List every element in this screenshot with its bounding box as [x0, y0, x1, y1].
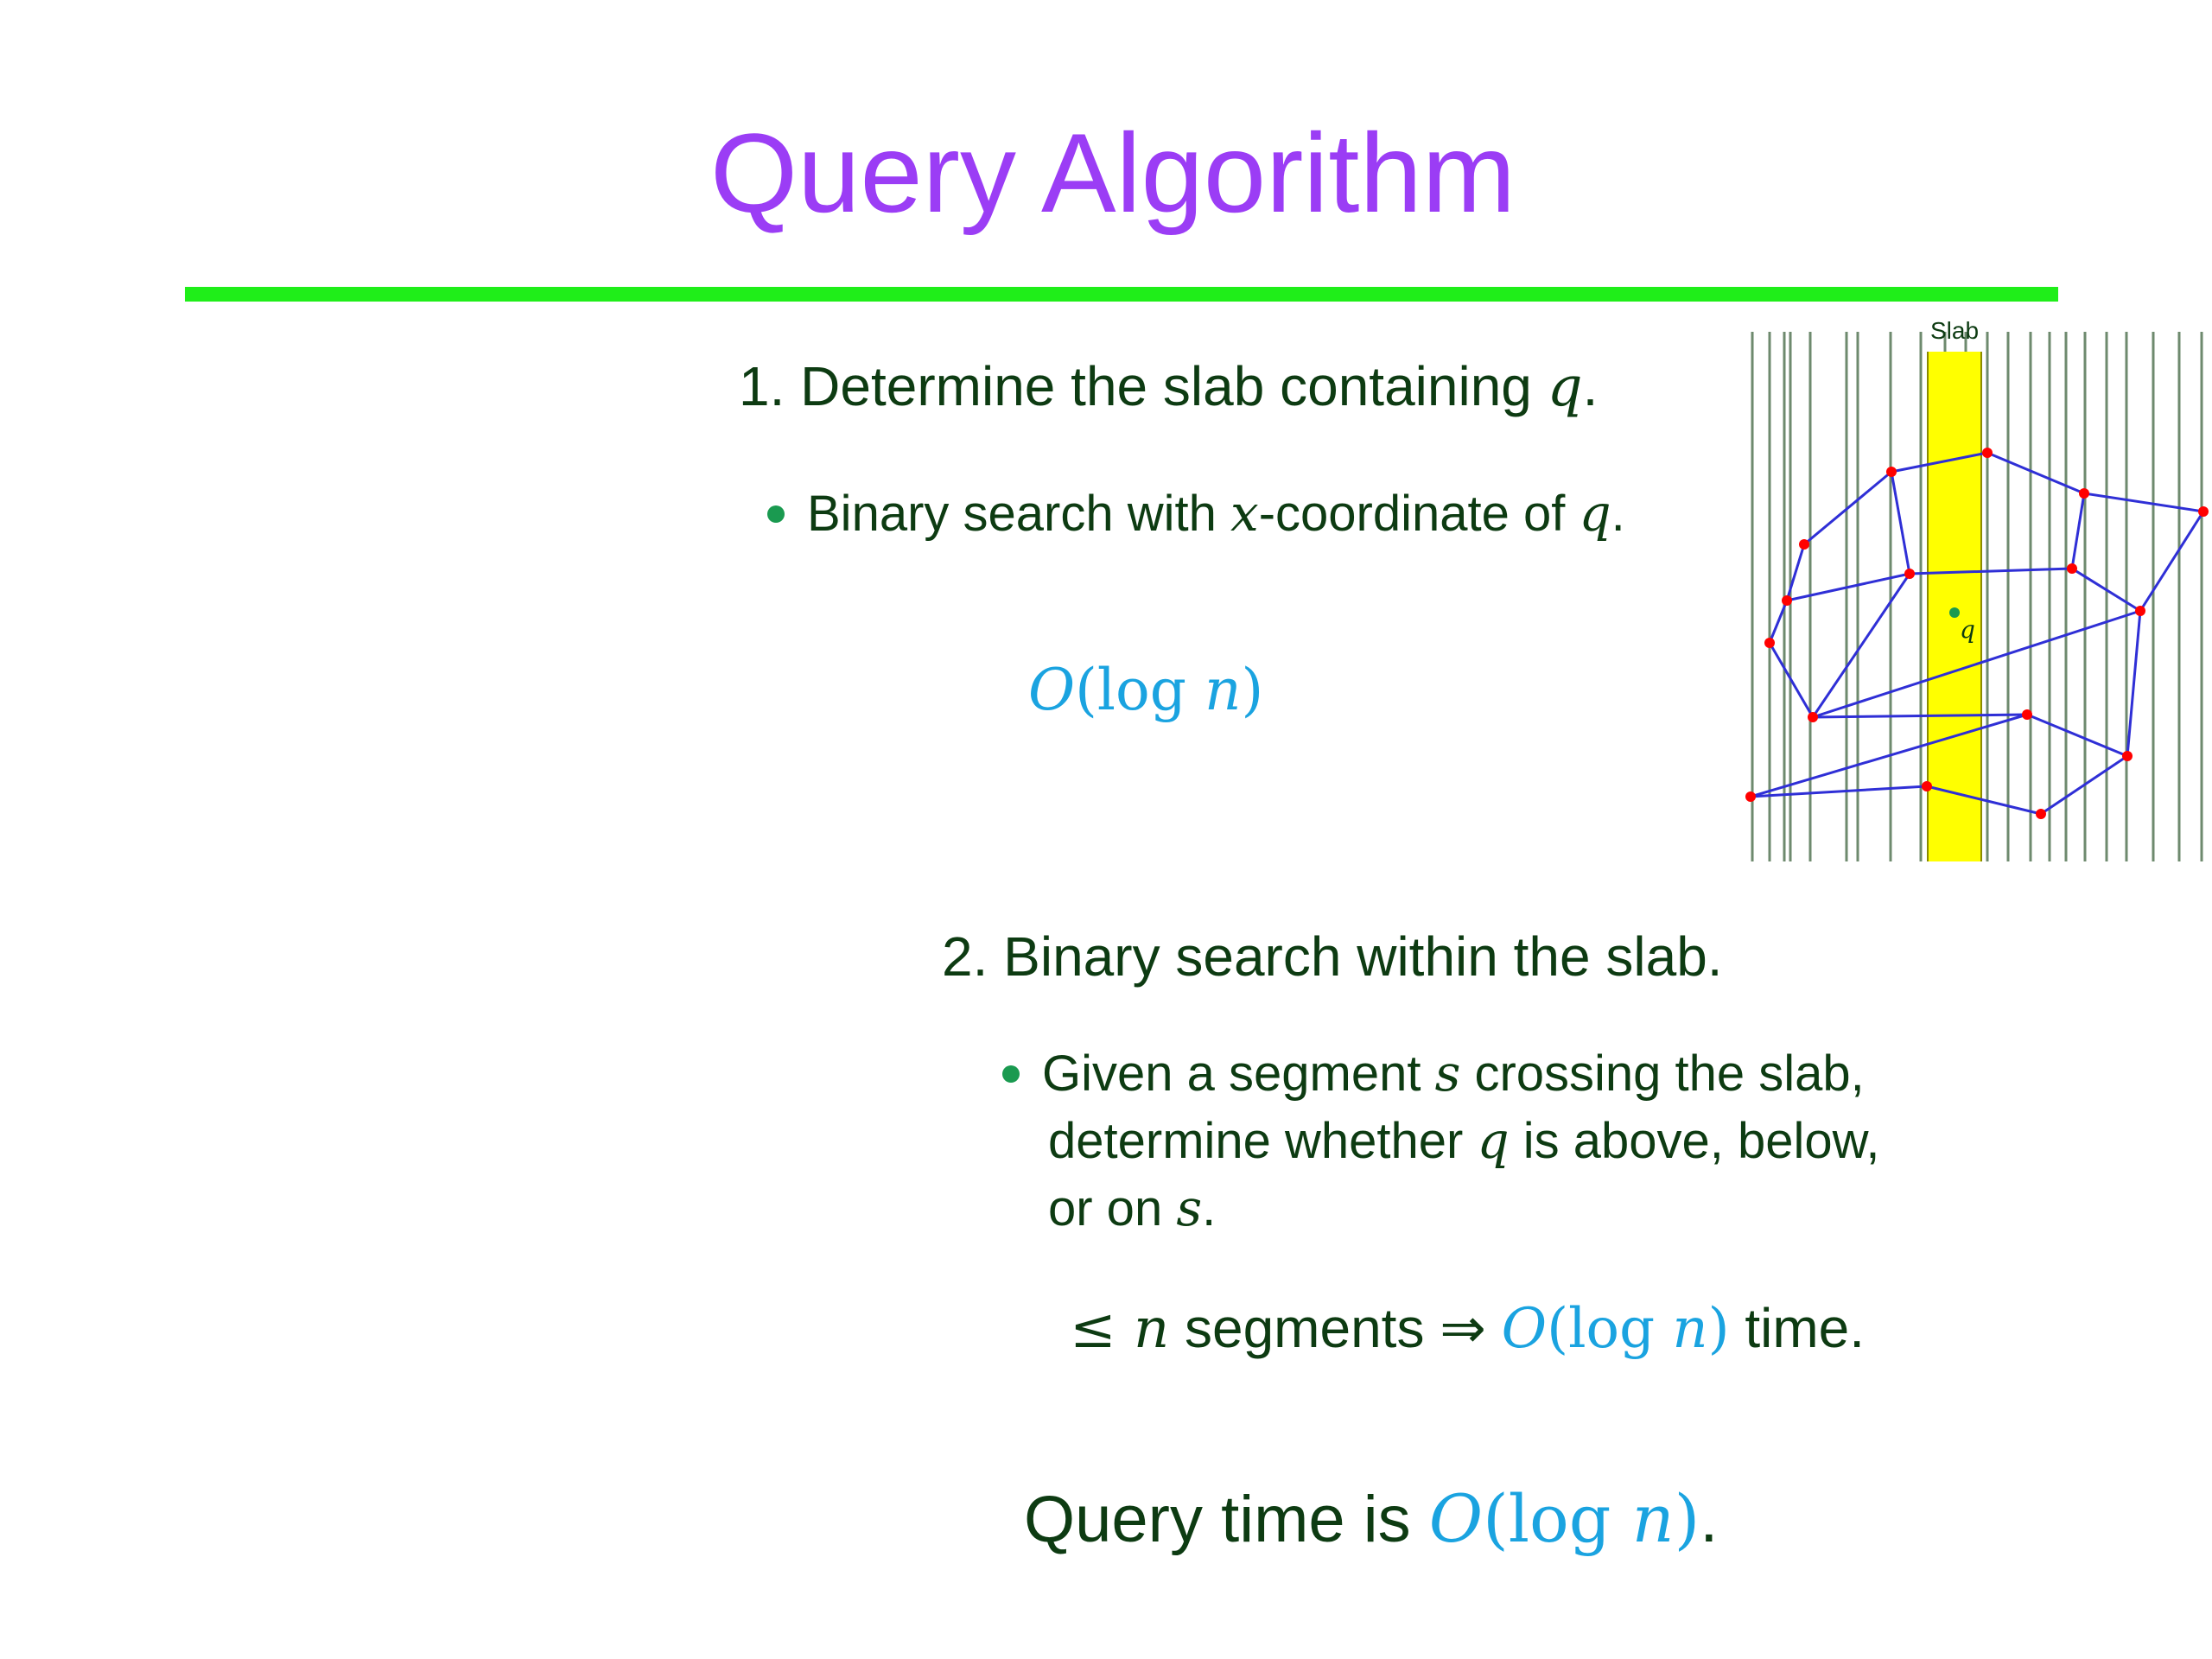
subdivision-edge	[1750, 785, 1928, 798]
step1-bullet: Binary search with x-coordinate of q.	[767, 488, 1625, 539]
step2-bullet-line2: determine whether q is above, below,	[1048, 1116, 1879, 1166]
step1-cost-n: n	[1204, 657, 1242, 723]
subdivision-edge	[1803, 470, 1892, 546]
subdivision-edge	[2139, 511, 2205, 612]
step2-cost-n2: n	[1672, 1297, 1708, 1361]
subdivision-vertex	[2079, 488, 2089, 499]
subdivision-vertex	[1764, 638, 1775, 648]
bullet-dot-icon	[767, 505, 785, 523]
subdivision-edge	[2126, 610, 2142, 757]
step2-line2-var: q	[1477, 1111, 1510, 1170]
step1-bullet-end: .	[1611, 486, 1625, 542]
step1-cost-rest: (log	[1075, 657, 1205, 723]
step2-cost: ≤ n segments ⇒ O(log n) time.	[1070, 1300, 1865, 1357]
subdivision-edge	[1785, 543, 1806, 601]
subdivision-edge	[2040, 754, 2128, 816]
subdivision-vertex	[2122, 751, 2133, 761]
step1-bullet-var1: x	[1230, 484, 1259, 543]
step2-line1-a: Given a segment	[1042, 1046, 1435, 1102]
subdivision-vertex	[2198, 506, 2209, 517]
subdivision-edge	[1891, 451, 1988, 474]
step2-cost-O: O	[1501, 1297, 1548, 1361]
subdivision-vertex	[2067, 563, 2077, 574]
step2-cost-close: )	[1707, 1297, 1730, 1361]
subdivision-edge	[1926, 785, 2042, 816]
subdivision-edge	[2071, 567, 2141, 613]
subdivision-edge	[2070, 493, 2086, 569]
step2-line2-b: is above, below,	[1509, 1113, 1880, 1169]
subdivision-vertices	[1745, 448, 2209, 819]
step2-cost-le: ≤	[1070, 1297, 1134, 1361]
step2-line1-var: s	[1434, 1044, 1461, 1103]
subdivision-edge	[1768, 642, 1815, 718]
subdivision-vertex	[2022, 709, 2032, 720]
query-point	[1949, 607, 1960, 618]
step1-cost-close: )	[1241, 657, 1264, 723]
step2-line3-a: or on	[1048, 1180, 1177, 1236]
step1-bullet-a: Binary search with	[807, 486, 1230, 542]
conclusion-end: .	[1700, 1483, 1719, 1556]
step1-heading: 1. Determine the slab containing q.	[739, 359, 1598, 415]
conclusion-O: O	[1428, 1480, 1484, 1557]
conclusion-close: )	[1674, 1480, 1700, 1557]
query-point-label: q	[1960, 615, 1975, 644]
subdivision-vertex	[1782, 595, 1792, 606]
step2-line1-b: crossing the slab,	[1460, 1046, 1865, 1102]
subdivision-vertex	[1799, 539, 1809, 550]
step2-line3-var: s	[1176, 1179, 1203, 1237]
title-underline	[185, 287, 2058, 302]
subdivision-edge	[1768, 600, 1789, 644]
subdivision-edges	[1750, 451, 2205, 816]
step2-cost-end: time.	[1729, 1297, 1866, 1359]
conclusion-text: Query time is	[1024, 1483, 1429, 1556]
step2-cost-mid: segments ⇒	[1169, 1297, 1502, 1359]
slab-label: Slab	[1930, 317, 1979, 344]
step1-cost-O: O	[1028, 657, 1076, 723]
subdivision-edge	[2083, 492, 2204, 513]
step2-bullet-line3: or on s.	[1048, 1183, 1216, 1234]
slide-title: Query Algorithm	[709, 110, 1516, 236]
subdivision-vertex	[1982, 448, 1993, 458]
step1-bullet-b: -coordinate of	[1258, 486, 1580, 542]
conclusion-n: n	[1631, 1480, 1675, 1557]
step1-heading-end: .	[1582, 355, 1599, 417]
subdivision-edge	[1890, 471, 1911, 575]
subdivision-edge	[2026, 713, 2128, 758]
subdivision-edge	[1786, 572, 1910, 602]
subdivision-edge	[1811, 573, 1911, 718]
subdivision-vertex	[2135, 606, 2145, 616]
subdivision-vertex	[1745, 791, 1756, 802]
conclusion-rest: (log	[1483, 1480, 1632, 1557]
subdivision-edge	[1750, 713, 2028, 798]
step1-heading-var: q	[1547, 355, 1583, 419]
conclusion: Query time is O(log n).	[1024, 1486, 1718, 1553]
subdivision-vertex	[1886, 467, 1897, 477]
step1-cost: O(log n)	[1028, 661, 1263, 719]
step2-line2-a: determine whether	[1048, 1113, 1478, 1169]
step2-cost-rest: (log	[1547, 1297, 1673, 1361]
subdivision-edge	[1909, 567, 2073, 575]
highlighted-slab	[1928, 352, 1981, 861]
subdivision-vertex	[1904, 569, 1915, 579]
subdivision-vertex	[1922, 781, 1932, 791]
step2-cost-n: n	[1133, 1297, 1170, 1361]
bullet-dot-icon	[1002, 1065, 1020, 1083]
subdivision-edge	[1812, 713, 2028, 719]
subdivision-vertex	[2036, 809, 2046, 819]
subdivision-edge	[1986, 451, 2085, 495]
step1-heading-text: 1. Determine the slab containing	[739, 355, 1548, 417]
trapezoidal-slab-diagram: q Slab	[1745, 317, 2209, 861]
subdivision-vertex	[1808, 712, 1818, 722]
subdivision-edge	[1812, 609, 2141, 719]
step2-heading: 2. Binary search within the slab.	[942, 925, 1723, 988]
step2-line3-end: .	[1202, 1180, 1217, 1236]
step2-bullet-line1: Given a segment s crossing the slab,	[1002, 1048, 1865, 1099]
step1-bullet-var2: q	[1579, 484, 1611, 543]
